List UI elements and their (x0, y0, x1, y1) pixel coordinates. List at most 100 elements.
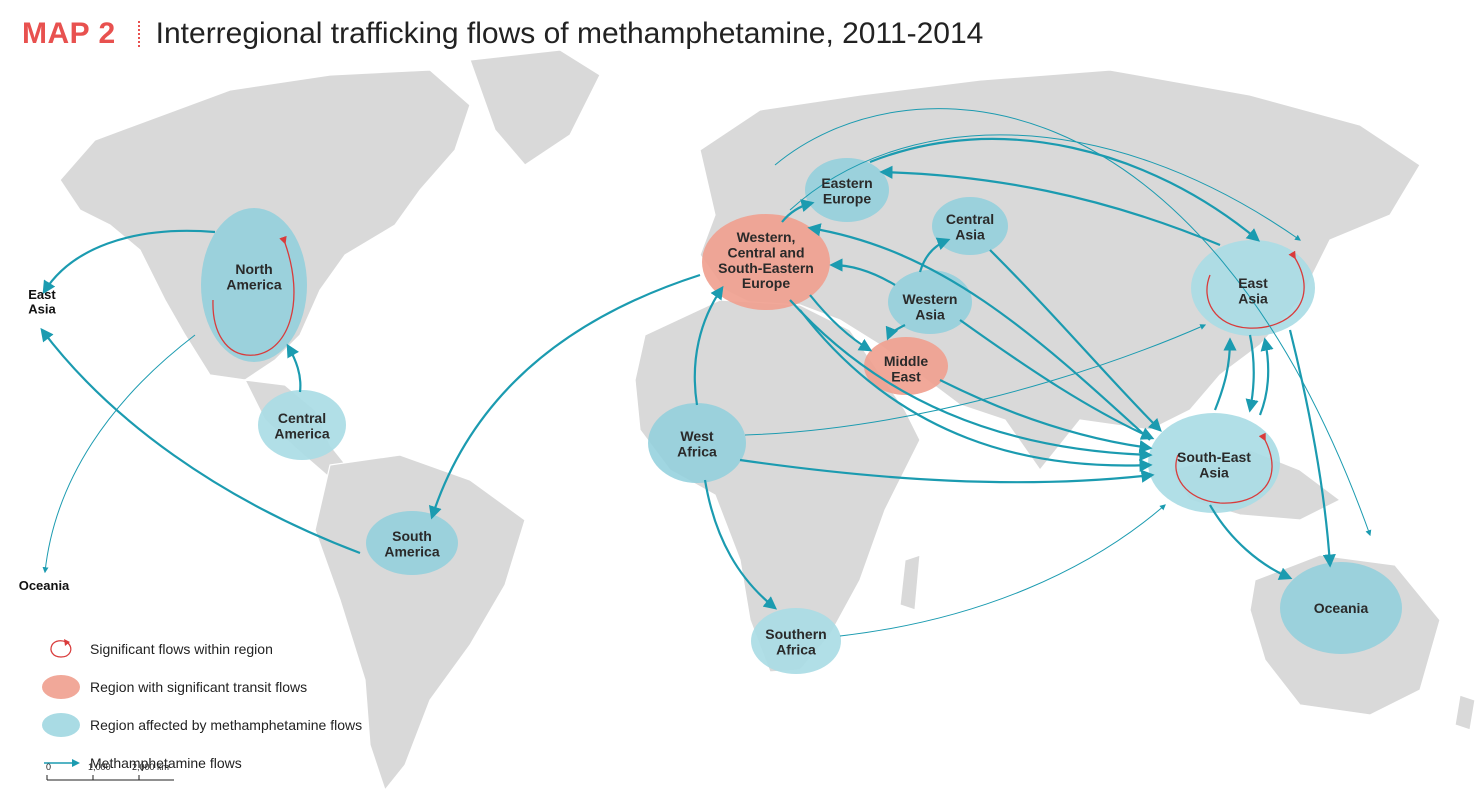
label-line: Central and (727, 244, 804, 260)
label-line: America (226, 276, 281, 292)
map-number: MAP 2 (22, 17, 116, 50)
label-oceania-left: Oceania (19, 578, 70, 593)
flow-east-asia-to-oceania (1288, 329, 1336, 568)
west-africa-name: West (680, 428, 714, 444)
label-line: America (274, 425, 329, 441)
region-western-asia[interactable] (888, 270, 972, 334)
flow-middle-east-to-south-east-asia (939, 379, 1153, 454)
flow-central-asia-to-south-east-asia (989, 249, 1162, 432)
label-line: Asia (1238, 290, 1268, 306)
land-new-zealand (1454, 694, 1476, 731)
scale-label-2000: 2,000 km (132, 762, 169, 772)
region-central-asia[interactable] (932, 197, 1008, 255)
legend-transit-label: Region with significant transit flows (90, 679, 308, 695)
legend-row-within-region: Significant flows within region (38, 630, 362, 668)
flow-south-east-asia-to-east-asia-1 (1213, 337, 1237, 411)
region-southern-africa[interactable] (751, 608, 841, 674)
region-west-africa[interactable] (648, 403, 746, 483)
flow-north-america-to-east-asia-left (42, 229, 216, 295)
flow-western-asia-to-south-east-asia (959, 319, 1155, 440)
east-asia-left-name: East (28, 287, 56, 302)
land-madagascar (899, 554, 921, 611)
land-greenland (469, 49, 601, 166)
central-america-name: Central (278, 410, 326, 426)
region-ellipses (201, 158, 1402, 674)
central-asia-name: Central (946, 211, 994, 227)
flow-europe-to-south-east-asia-1 (789, 299, 1153, 462)
region-central-america[interactable] (258, 390, 346, 460)
label-line: Asia (915, 306, 945, 322)
legend-row-flows: Methamphetamine flows (38, 744, 362, 782)
flow-western-asia-to-europe (829, 258, 896, 286)
flow-east-asia-to-south-east-asia (1245, 334, 1259, 413)
middle-east-name: Middle (884, 353, 929, 369)
label-line: Asia (955, 226, 985, 242)
oceania-name: Oceania (1314, 600, 1369, 616)
map-header: MAP 2 Interregional trafficking flows of… (22, 14, 983, 54)
label-line: Europe (823, 190, 871, 206)
western-asia-name: Western (903, 291, 958, 307)
flow-western-asia-to-central-asia (918, 237, 951, 273)
south-america-name: South (392, 528, 432, 544)
label-line: Asia (1199, 464, 1229, 480)
transit-region-swatch (38, 674, 84, 700)
within-flow-east-asia (1206, 250, 1305, 329)
scale-label-1000: 1,000 (88, 762, 111, 772)
map-title: Interregional trafficking flows of metha… (155, 17, 984, 50)
flow-west-africa-to-europe (693, 285, 724, 406)
region-north-america[interactable] (201, 208, 307, 362)
flow-europe-to-south-east-asia-2 (799, 309, 1153, 473)
within-flow-south-east-asia (1175, 432, 1273, 504)
region-oceania[interactable] (1280, 562, 1402, 654)
flow-eastern-europe-to-east-asia (869, 137, 1261, 242)
flow-central-to-north-america (286, 343, 302, 393)
flow-europe-to-middle-east (809, 294, 873, 352)
east-asia-name: East (1238, 275, 1268, 291)
western-europe-name: Western, (737, 229, 796, 245)
label-line: Africa (776, 641, 816, 657)
within-region-flows (212, 235, 1305, 504)
flow-west-africa-to-south-east-asia (739, 458, 1155, 484)
legend-flows-label: Methamphetamine flows (90, 755, 242, 771)
region-south-america[interactable] (366, 511, 458, 575)
region-east-asia[interactable] (1191, 240, 1315, 336)
flow-south-east-asia-to-oceania (1209, 504, 1293, 580)
label-line: America (384, 543, 439, 559)
label-line: South-Eastern (718, 260, 814, 276)
region-western-europe[interactable] (702, 214, 830, 310)
eastern-europe-name: Eastern (821, 175, 872, 191)
flow-south-east-asia-to-east-asia-2 (1258, 337, 1274, 416)
label-oceania: Oceania (1314, 600, 1369, 616)
within-flow-north-america (212, 235, 295, 356)
flow-west-africa-to-east-asia (744, 324, 1207, 436)
label-line: Europe (742, 275, 790, 291)
label-line: Asia (28, 301, 56, 316)
label-line: East (891, 368, 921, 384)
flow-north-america-to-oceania-left (42, 334, 196, 574)
scale-label-0: 0 (46, 762, 51, 772)
oceania-left-name: Oceania (19, 578, 70, 593)
within-region-flow-icon (38, 637, 84, 661)
flow-south-east-asia-to-europe (807, 223, 1151, 441)
legend-row-transit: Region with significant transit flows (38, 668, 362, 706)
south-east-asia-name: South-East (1177, 449, 1251, 465)
flow-western-asia-to-middle-east (885, 324, 906, 341)
flow-southern-africa-to-south-east-asia (839, 504, 1166, 637)
flow-europe-to-eastern-europe (781, 199, 815, 223)
region-south-east-asia[interactable] (1148, 413, 1280, 513)
region-eastern-europe[interactable] (805, 158, 889, 222)
legend-within-region-label: Significant flows within region (90, 641, 273, 657)
flow-europe-to-east-asia (789, 134, 1301, 241)
flow-south-america-to-east-asia-left (40, 327, 361, 555)
